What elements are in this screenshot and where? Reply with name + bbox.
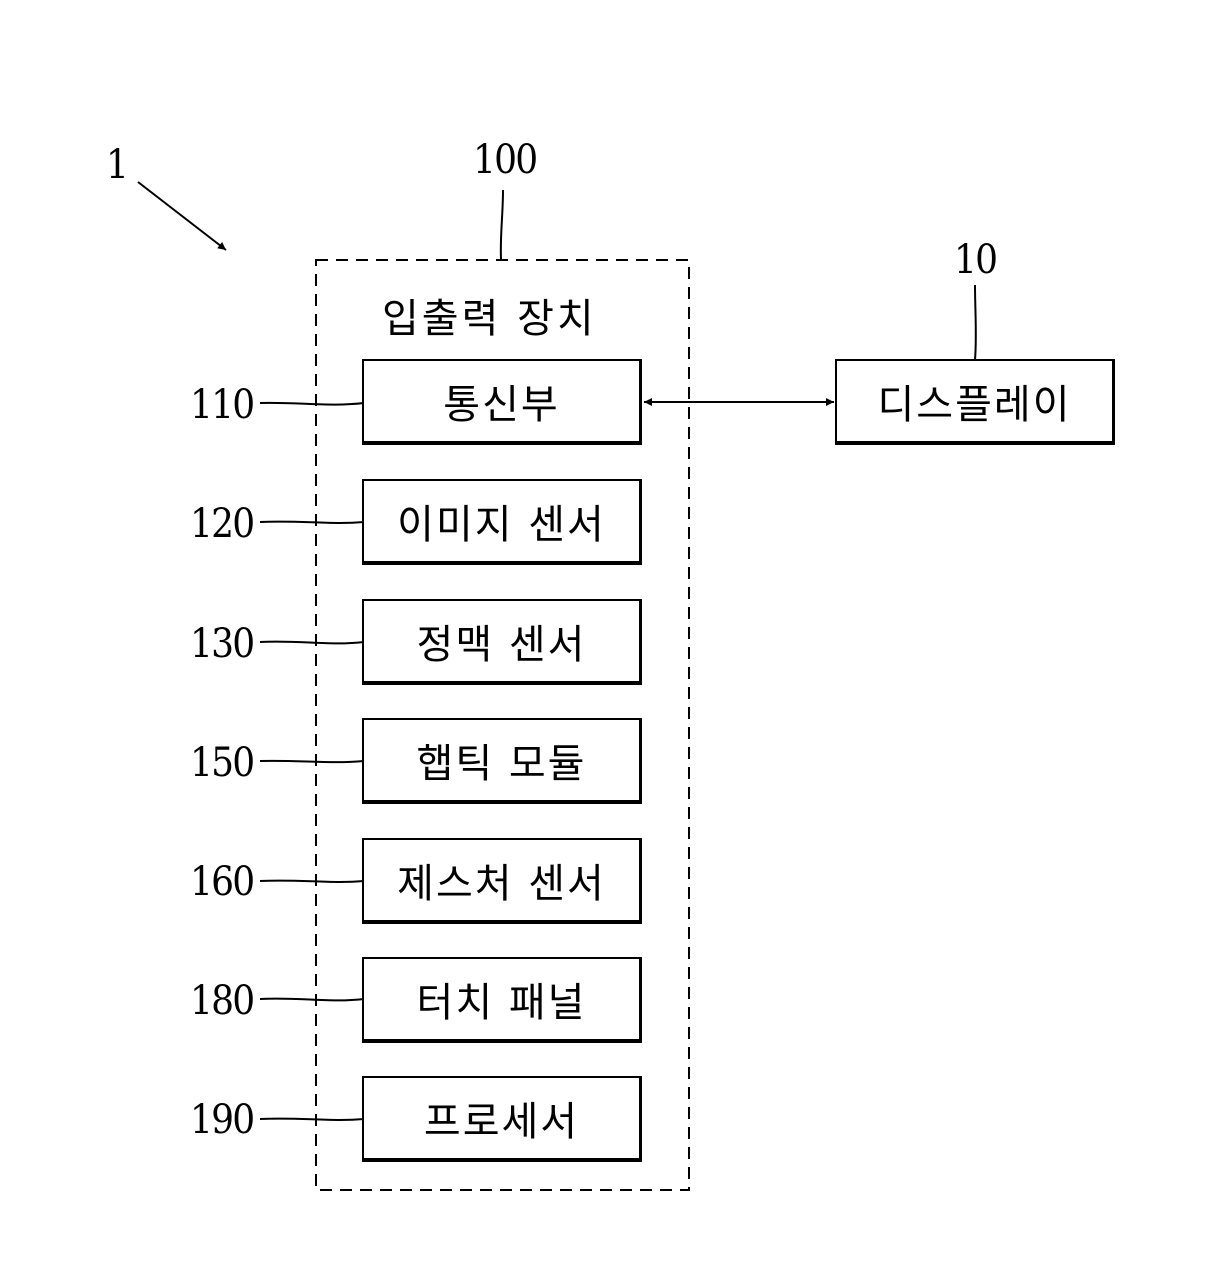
component-ref-110: 110 (190, 385, 253, 425)
haptic-module-label: 햅틱 모듈 (417, 731, 587, 789)
io-device-ref-label: 100 (473, 140, 536, 180)
component-ref-120: 120 (190, 504, 253, 544)
leader-line-130 (260, 642, 364, 644)
component-ref-180: 180 (190, 981, 253, 1021)
leader-line-10 (975, 285, 976, 360)
component-ref-160: 160 (190, 862, 253, 902)
haptic-module-box: 햅틱 모듈 (362, 718, 642, 804)
processor-box: 프로세서 (362, 1076, 642, 1162)
leader-line-100 (501, 190, 503, 259)
display-box: 디스플레이 (835, 359, 1115, 445)
leader-line-190 (260, 1119, 364, 1120)
display-label: 디스플레이 (878, 372, 1072, 430)
leader-line-110 (260, 403, 364, 405)
processor-label: 프로세서 (424, 1089, 579, 1147)
vein-sensor-box: 정맥 센서 (362, 599, 642, 685)
touch-panel-label: 터치 패널 (417, 970, 587, 1028)
component-ref-130: 130 (190, 624, 253, 664)
communication-unit-box: 통신부 (362, 359, 642, 445)
component-ref-150: 150 (190, 743, 253, 783)
leader-line-180 (260, 999, 364, 1001)
display-ref-label: 10 (954, 240, 996, 280)
leader-line-160 (260, 881, 364, 882)
image-sensor-label: 이미지 센서 (397, 492, 606, 550)
gesture-sensor-box: 제스처 센서 (362, 838, 642, 924)
leader-line-120 (260, 522, 364, 523)
communication-unit-label: 통신부 (443, 372, 559, 430)
io-device-title: 입출력 장치 (382, 286, 597, 344)
gesture-sensor-label: 제스처 센서 (397, 851, 606, 909)
component-ref-190: 190 (190, 1100, 253, 1140)
system-ref-arrow (138, 182, 226, 250)
leader-line-150 (260, 761, 364, 762)
vein-sensor-label: 정맥 센서 (417, 612, 587, 670)
touch-panel-box: 터치 패널 (362, 957, 642, 1043)
image-sensor-box: 이미지 센서 (362, 479, 642, 565)
system-ref-label: 1 (106, 145, 127, 185)
